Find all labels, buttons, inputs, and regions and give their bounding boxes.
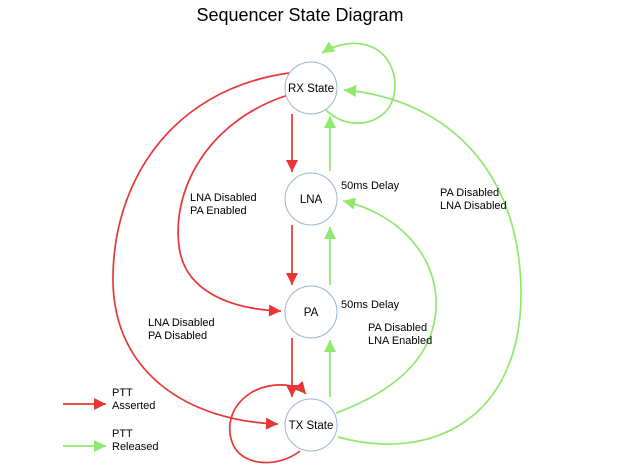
node-rx-state: [284, 61, 338, 115]
label-rx-to-pa-line1: LNA Disabled: [190, 192, 257, 204]
edge-rx-to-tx: [112, 72, 290, 430]
legend: PTT Asserted PTT Released: [63, 387, 158, 453]
node-tx-state: [284, 398, 338, 452]
label-rx-to-tx: LNA Disabled PA Disabled: [148, 317, 215, 342]
label-rx-to-pa: LNA Disabled PA Enabled: [190, 192, 257, 217]
node-lna: [284, 172, 338, 226]
edge-tx-self-loop: [228, 381, 307, 464]
label-tx-to-rx: PA Disabled LNA Disabled: [440, 187, 507, 212]
label-tx-to-rx-line1: PA Disabled: [440, 187, 499, 199]
label-tx-to-rx-line2: LNA Disabled: [440, 200, 507, 212]
node-pa: [284, 285, 338, 339]
diagram-title: Sequencer State Diagram: [196, 5, 403, 25]
legend-ptt-released-line1: PTT: [112, 428, 133, 440]
node-rx-state-label: RX State: [288, 83, 334, 95]
label-tx-to-lna-line1: PA Disabled: [368, 322, 427, 334]
edge-tx-to-rx: [337, 85, 522, 445]
label-rx-to-tx-line1: LNA Disabled: [148, 317, 215, 329]
label-rx-to-tx-line2: PA Disabled: [148, 330, 207, 342]
label-tx-to-lna-line2: LNA Enabled: [368, 335, 432, 347]
label-tx-to-lna: PA Disabled LNA Enabled: [368, 322, 432, 347]
legend-ptt-asserted-line1: PTT: [112, 387, 133, 399]
node-tx-state-label: TX State: [289, 420, 334, 432]
node-lna-label: LNA: [300, 194, 323, 206]
label-pa-50ms-delay: 50ms Delay: [341, 299, 400, 311]
node-pa-label: PA: [304, 307, 319, 319]
legend-ptt-asserted-line2: Asserted: [112, 400, 155, 412]
label-rx-to-pa-line2: PA Enabled: [190, 205, 247, 217]
edge-rx-to-pa: [177, 94, 289, 317]
label-lna-50ms-delay: 50ms Delay: [341, 180, 400, 192]
legend-ptt-released-line2: Released: [112, 441, 158, 453]
edge-tx-to-lna: [335, 197, 437, 414]
edge-rx-self-loop: [321, 41, 396, 124]
